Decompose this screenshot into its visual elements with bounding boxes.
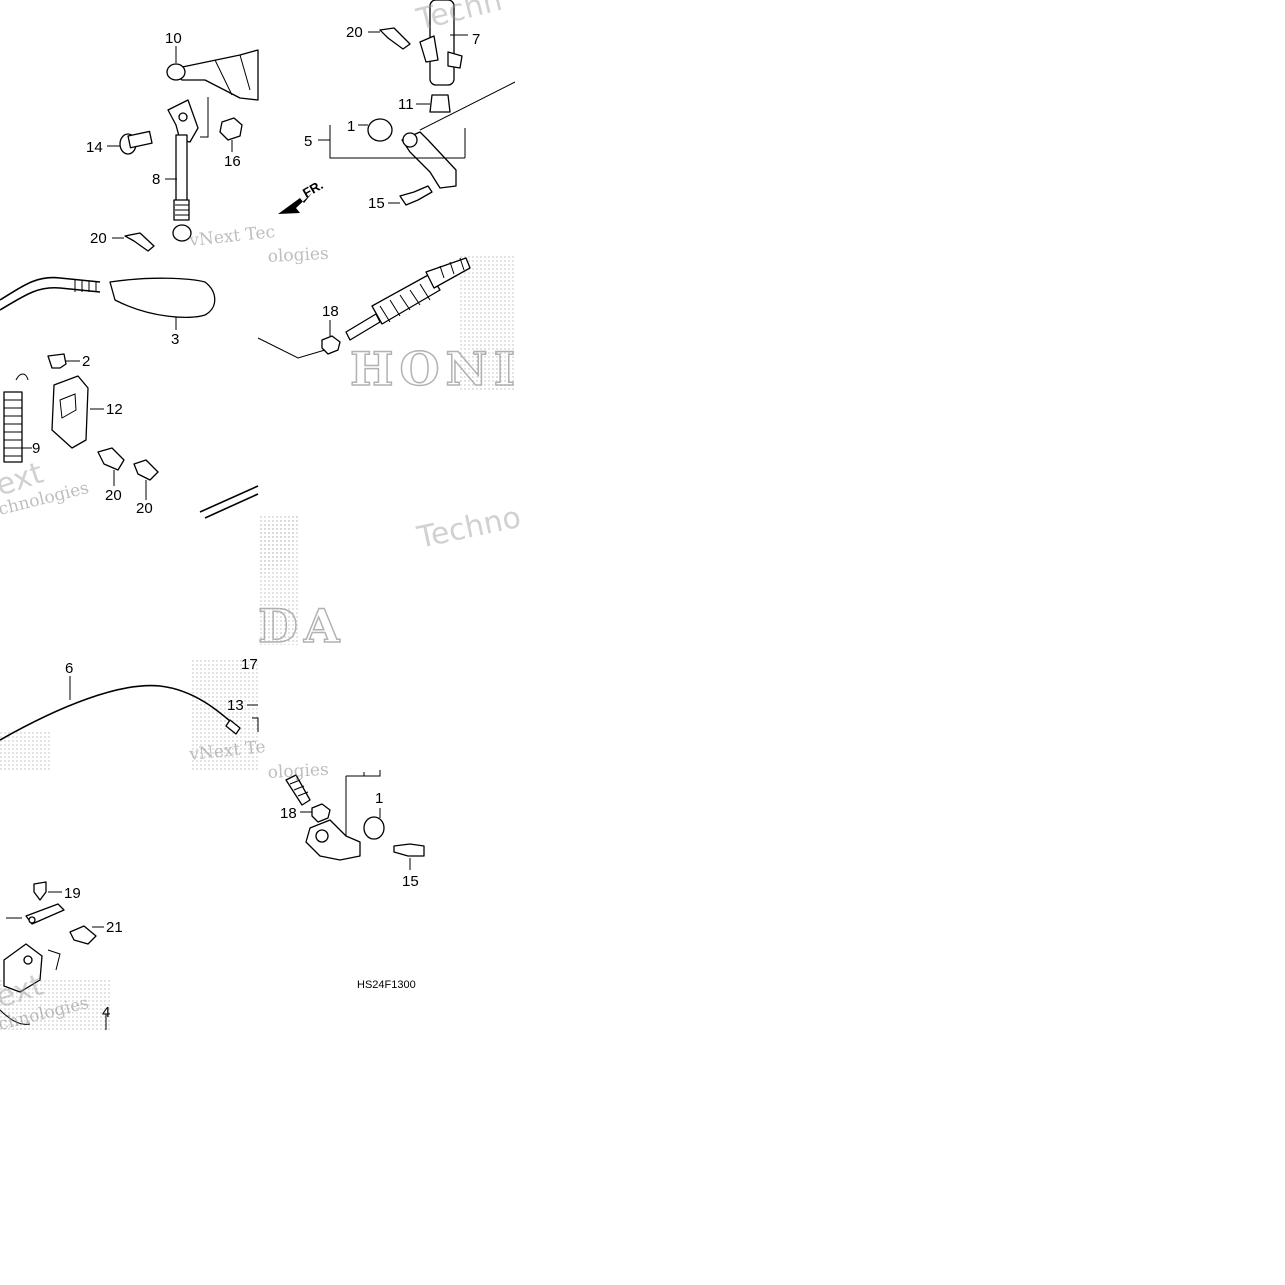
callout-9: 9 [32, 440, 40, 457]
callout-19: 19 [64, 885, 81, 902]
callout-6: 6 [65, 660, 73, 677]
bracket-assembly [0, 881, 107, 1030]
callout-17: 17 [241, 656, 258, 673]
cable-end-assembly [257, 257, 471, 359]
callout-13: 13 [227, 697, 244, 714]
watermark-vnext-1: vNext Tec [187, 222, 276, 251]
callout-15-a: 15 [368, 195, 385, 212]
callout-18-a: 18 [322, 303, 339, 320]
diagram-code: HS24F1300 [357, 979, 416, 991]
callout-16: 16 [224, 153, 241, 170]
callout-1-b: 1 [375, 790, 383, 807]
shift-joint-assembly [318, 0, 516, 206]
callout-15-b: 15 [402, 873, 419, 890]
callout-5: 5 [304, 133, 312, 150]
callout-18-b: 18 [280, 805, 297, 822]
front-arrow-icon [278, 193, 312, 214]
callout-7: 7 [472, 31, 480, 48]
front-direction-label: FR. [300, 177, 326, 200]
watermark-techno-1: Techno [413, 500, 524, 556]
callout-2: 2 [82, 353, 90, 370]
watermark-techno-2: Techn [412, 0, 505, 38]
callout-10: 10 [165, 30, 182, 47]
callout-12: 12 [106, 401, 123, 418]
callout-21: 21 [106, 919, 123, 936]
callout-11: 11 [398, 96, 414, 113]
long-cable-assembly [0, 676, 259, 741]
shift-arm-assembly [107, 46, 312, 252]
callout-8: 8 [152, 171, 160, 188]
callout-4: 4 [102, 1004, 110, 1021]
lower-joint-assembly [285, 770, 425, 870]
callout-labels: 10 14 16 8 20 FR. 20 7 11 1 5 15 3 2 12 … [32, 24, 480, 1021]
shift-lever-assembly [0, 276, 216, 500]
watermark-brand-2: DA [258, 599, 346, 653]
callout-20-a: 20 [90, 230, 107, 247]
watermark-logies-1: ologies [267, 244, 329, 267]
callout-14: 14 [86, 139, 103, 156]
callout-20-c: 20 [105, 487, 122, 504]
callout-20-d: 20 [136, 500, 153, 517]
callout-1-a: 1 [347, 118, 355, 135]
callout-20-b: 20 [346, 24, 363, 41]
watermark-logies-2: ologies [267, 760, 329, 783]
callout-3: 3 [171, 331, 179, 348]
watermark-brand-1: HONI [350, 342, 521, 396]
